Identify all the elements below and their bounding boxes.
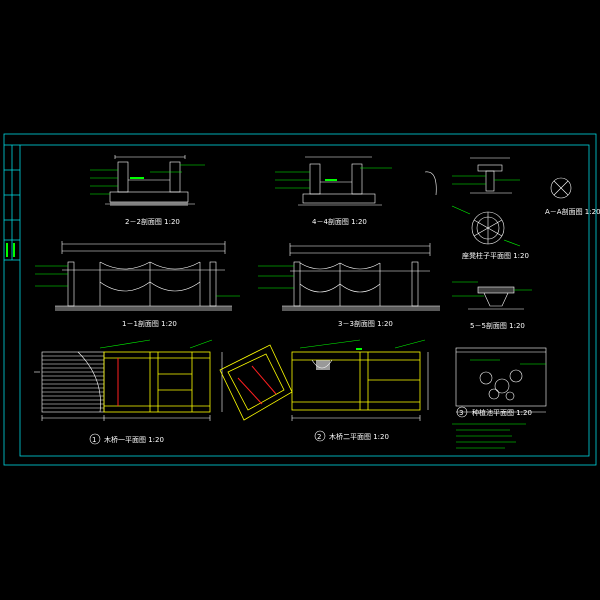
plan-bridge-1 (34, 339, 223, 421)
title-section-4-4: 4－4剖面图 1:20 (312, 217, 367, 226)
plan-2-number-circle (314, 430, 326, 442)
title-section-a-a: A－A剖面图 1:20 (545, 207, 600, 216)
title-plan-bridge-2: 木桥二平面图 1:20 (329, 432, 389, 441)
plan-1-number-circle (89, 433, 101, 445)
section-5-5 (452, 281, 532, 310)
section-4-4 (275, 156, 392, 206)
title-section-3-3: 3－3剖面图 1:20 (338, 319, 393, 328)
plan-planting-bed (455, 347, 547, 413)
section-3-3 (258, 243, 440, 311)
plan-1-number: 1 (92, 436, 96, 444)
sheet-frame (3, 133, 597, 466)
title-section-5-5: 5－5剖面图 1:20 (470, 321, 525, 330)
plan-3-number: 3 (459, 409, 463, 417)
plan-bridge-2 (219, 339, 429, 421)
title-section-1-1: 1－1剖面图 1:20 (122, 319, 177, 328)
pillar-detail (424, 157, 572, 247)
title-pillar-plan: 座凳柱子平面图 1:20 (462, 251, 529, 260)
title-plan-bridge-1: 木桥一平面图 1:20 (104, 435, 164, 444)
plan-2-number: 2 (317, 433, 321, 441)
title-planting-bed: 种植池平面图 1:20 (472, 408, 532, 417)
section-1-1 (35, 241, 240, 311)
section-2-2 (90, 155, 205, 206)
title-section-2-2: 2－2剖面图 1:20 (125, 217, 180, 226)
plan-3-number-circle (456, 406, 468, 418)
notes-block (452, 423, 526, 449)
